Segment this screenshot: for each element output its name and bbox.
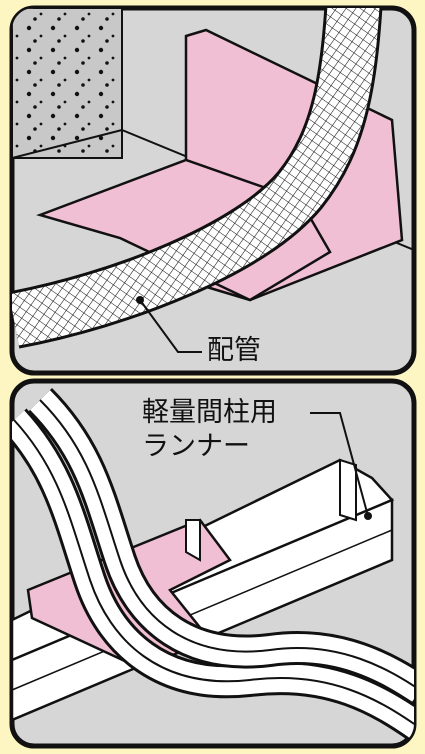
concrete-wall xyxy=(12,8,123,159)
runner-leader-line xyxy=(310,412,369,517)
top-panel xyxy=(9,5,417,376)
pipe-leader-line xyxy=(139,299,202,353)
runner-label-line2: ランナー xyxy=(142,431,250,462)
runner-label-line1: 軽量間柱用 xyxy=(142,397,277,428)
pipe-label: 配管 xyxy=(207,335,261,366)
bottom-panel xyxy=(9,378,417,749)
